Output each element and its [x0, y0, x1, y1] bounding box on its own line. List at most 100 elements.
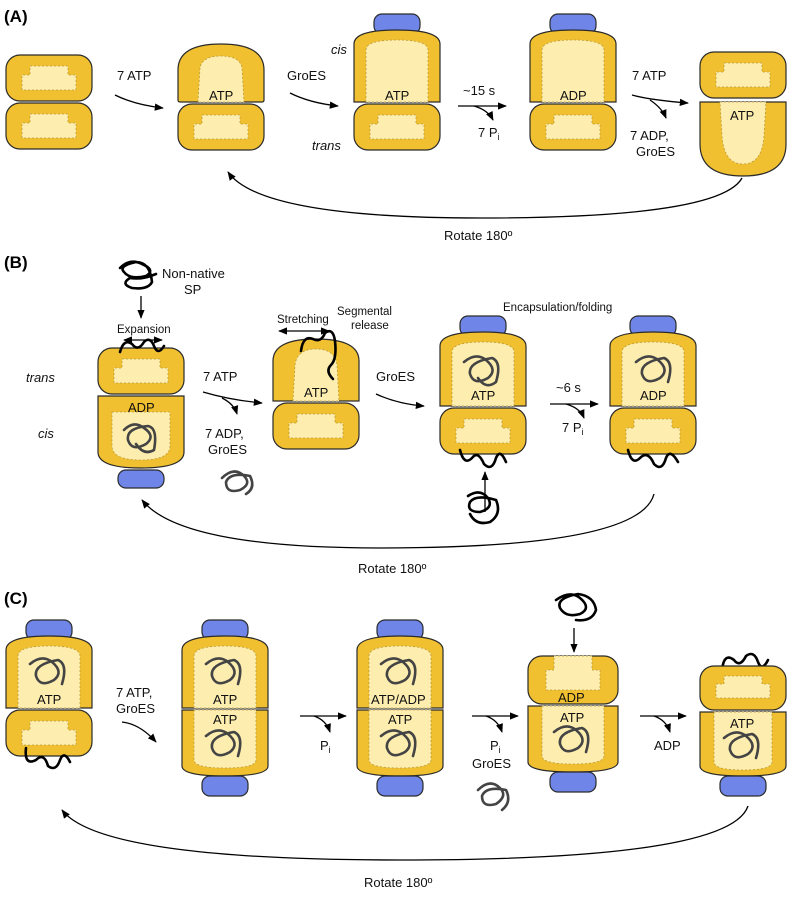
rotate-label: Rotate 180º: [358, 561, 427, 576]
nucleotide-label: ATP: [471, 388, 495, 403]
nucleotide-label: ADP: [560, 88, 587, 103]
groel-stretching-complex: Stretching Segmental release ATP: [272, 306, 392, 450]
panel-a: (A) 7 ATP ATP GroES cis trans: [4, 7, 787, 243]
trans-label: trans: [312, 138, 341, 153]
nucleotide-label: ATP: [304, 385, 328, 400]
step-b1-arrow: 7 ATP 7 ADP, GroES: [202, 369, 263, 496]
nucleotide-label: ADP: [558, 690, 585, 705]
nucleotide-label: ATP: [730, 716, 754, 731]
step-label: 7 ADP,: [630, 128, 669, 143]
groel-flipped-complex: ATP: [699, 51, 787, 177]
groel-apo-complex: [5, 54, 93, 150]
encapsulation-label: Encapsulation/folding: [503, 302, 612, 314]
groes-lid: [719, 775, 767, 797]
groel-sp-bound-complex: ATP: [699, 652, 787, 797]
nucleotide-label: ADP: [640, 388, 667, 403]
panel-label-a: (A): [4, 7, 28, 26]
segmental-label: release: [351, 320, 389, 332]
step-label: 7 P: [562, 420, 582, 435]
groel-football-complex-1: ATP ATP: [181, 619, 269, 797]
segmental-label: Segmental: [337, 306, 392, 318]
step-sub: i: [498, 132, 500, 142]
groel-folding-complex: ATP: [5, 619, 93, 770]
panel-label-c: (C): [4, 589, 28, 608]
step-c4-arrow: ADP: [640, 712, 687, 753]
step-label: 7 ADP,: [205, 426, 244, 441]
sp-label: Non-native: [162, 266, 225, 281]
panel-label-b: (B): [4, 253, 28, 272]
nucleotide-label: ADP: [128, 400, 155, 415]
step-c1-arrow: 7 ATP, GroES: [116, 685, 157, 743]
step-c2-arrow: Pi: [300, 712, 347, 755]
groes-lid: [549, 771, 597, 793]
step-label: 7 ATP: [632, 68, 666, 83]
svg-text:Pi: Pi: [320, 738, 331, 755]
step-a1-arrow: 7 ATP: [114, 68, 164, 111]
groel-atp-complex: ATP: [177, 43, 265, 151]
nucleotide-label: ATP/ADP: [371, 692, 426, 707]
nucleotide-label: ATP: [730, 108, 754, 123]
nucleotide-label: ATP: [213, 712, 237, 727]
groes-lid: [117, 469, 165, 489]
step-label: GroES: [116, 701, 155, 716]
nucleotide-label: ATP: [37, 692, 61, 707]
groel-encapsulated-atp-complex: ATP: [439, 315, 527, 469]
nucleotide-label: ATP: [385, 88, 409, 103]
rotate-label: Rotate 180º: [364, 875, 433, 890]
groel-encapsulated-adp-complex: ADP: [609, 315, 697, 469]
non-native-sp-icon: [118, 260, 158, 290]
groes-lid: [201, 775, 249, 797]
groel-groes-complex: cis trans ATP: [312, 13, 441, 153]
incoming-sp-icon: [466, 491, 500, 525]
step-label: ~15 s: [463, 83, 496, 98]
step-label: GroES: [636, 144, 675, 159]
trans-label: trans: [26, 370, 55, 385]
stretching-label: Stretching: [277, 314, 329, 326]
incoming-sp-c-icon: [554, 592, 598, 622]
step-label: P: [320, 738, 329, 753]
step-label: 7 P: [478, 125, 498, 140]
step-sub: i: [582, 427, 584, 437]
step-label: GroES: [287, 68, 326, 83]
groel-sp-binding-complex: trans cis ADP: [26, 338, 185, 489]
ring-bottom: [5, 102, 93, 150]
step-a2-arrow: GroES: [287, 68, 339, 109]
step-b3-arrow: ~6 s 7 Pi: [550, 380, 599, 437]
step-a3-arrow: ~15 s 7 Pi: [458, 83, 507, 142]
cis-label: cis: [331, 42, 347, 57]
released-groes-sp-icon: [476, 782, 510, 812]
svg-text:7 Pi: 7 Pi: [478, 125, 500, 142]
panel-c: (C) ATP 7 ATP, GroES ATP ATP: [4, 589, 787, 890]
step-label: 7 ATP,: [116, 685, 152, 700]
expansion-label: Expansion: [117, 324, 171, 336]
rotate-arrow-a: Rotate 180º: [227, 171, 743, 243]
released-sp-icon: [220, 470, 254, 496]
step-label: GroES: [376, 369, 415, 384]
step-label: ~6 s: [556, 380, 581, 395]
groel-football-complex-2: ATP/ADP ATP: [356, 619, 444, 797]
panel-b: (B) Non-native SP Expansion trans cis AD…: [4, 253, 697, 576]
step-sub: i: [329, 745, 331, 755]
svg-text:7 Pi: 7 Pi: [562, 420, 584, 437]
step-a4-arrow: 7 ATP 7 ADP, GroES: [630, 68, 689, 159]
svg-text:Pi: Pi: [490, 738, 501, 755]
cis-label: cis: [38, 426, 54, 441]
rotate-arrow-b: Rotate 180º: [141, 493, 655, 576]
groes-lid: [376, 775, 424, 797]
step-label: GroES: [208, 442, 247, 457]
step-label: 7 ATP: [117, 68, 151, 83]
groel-adp-release-complex: ADP ATP: [527, 655, 619, 793]
rotate-label: Rotate 180º: [444, 228, 513, 243]
step-b2-arrow: GroES: [375, 369, 425, 409]
step-label: ADP: [654, 738, 681, 753]
step-label: GroES: [472, 756, 511, 771]
rotate-arrow-c: Rotate 180º: [61, 805, 749, 890]
step-label: 7 ATP: [203, 369, 237, 384]
groel-adp-complex: ADP: [529, 13, 617, 151]
nucleotide-label: ATP: [213, 692, 237, 707]
nucleotide-label: ATP: [209, 88, 233, 103]
nucleotide-label: ATP: [388, 712, 412, 727]
ring-top: [5, 54, 93, 102]
nucleotide-label: ATP: [560, 710, 584, 725]
